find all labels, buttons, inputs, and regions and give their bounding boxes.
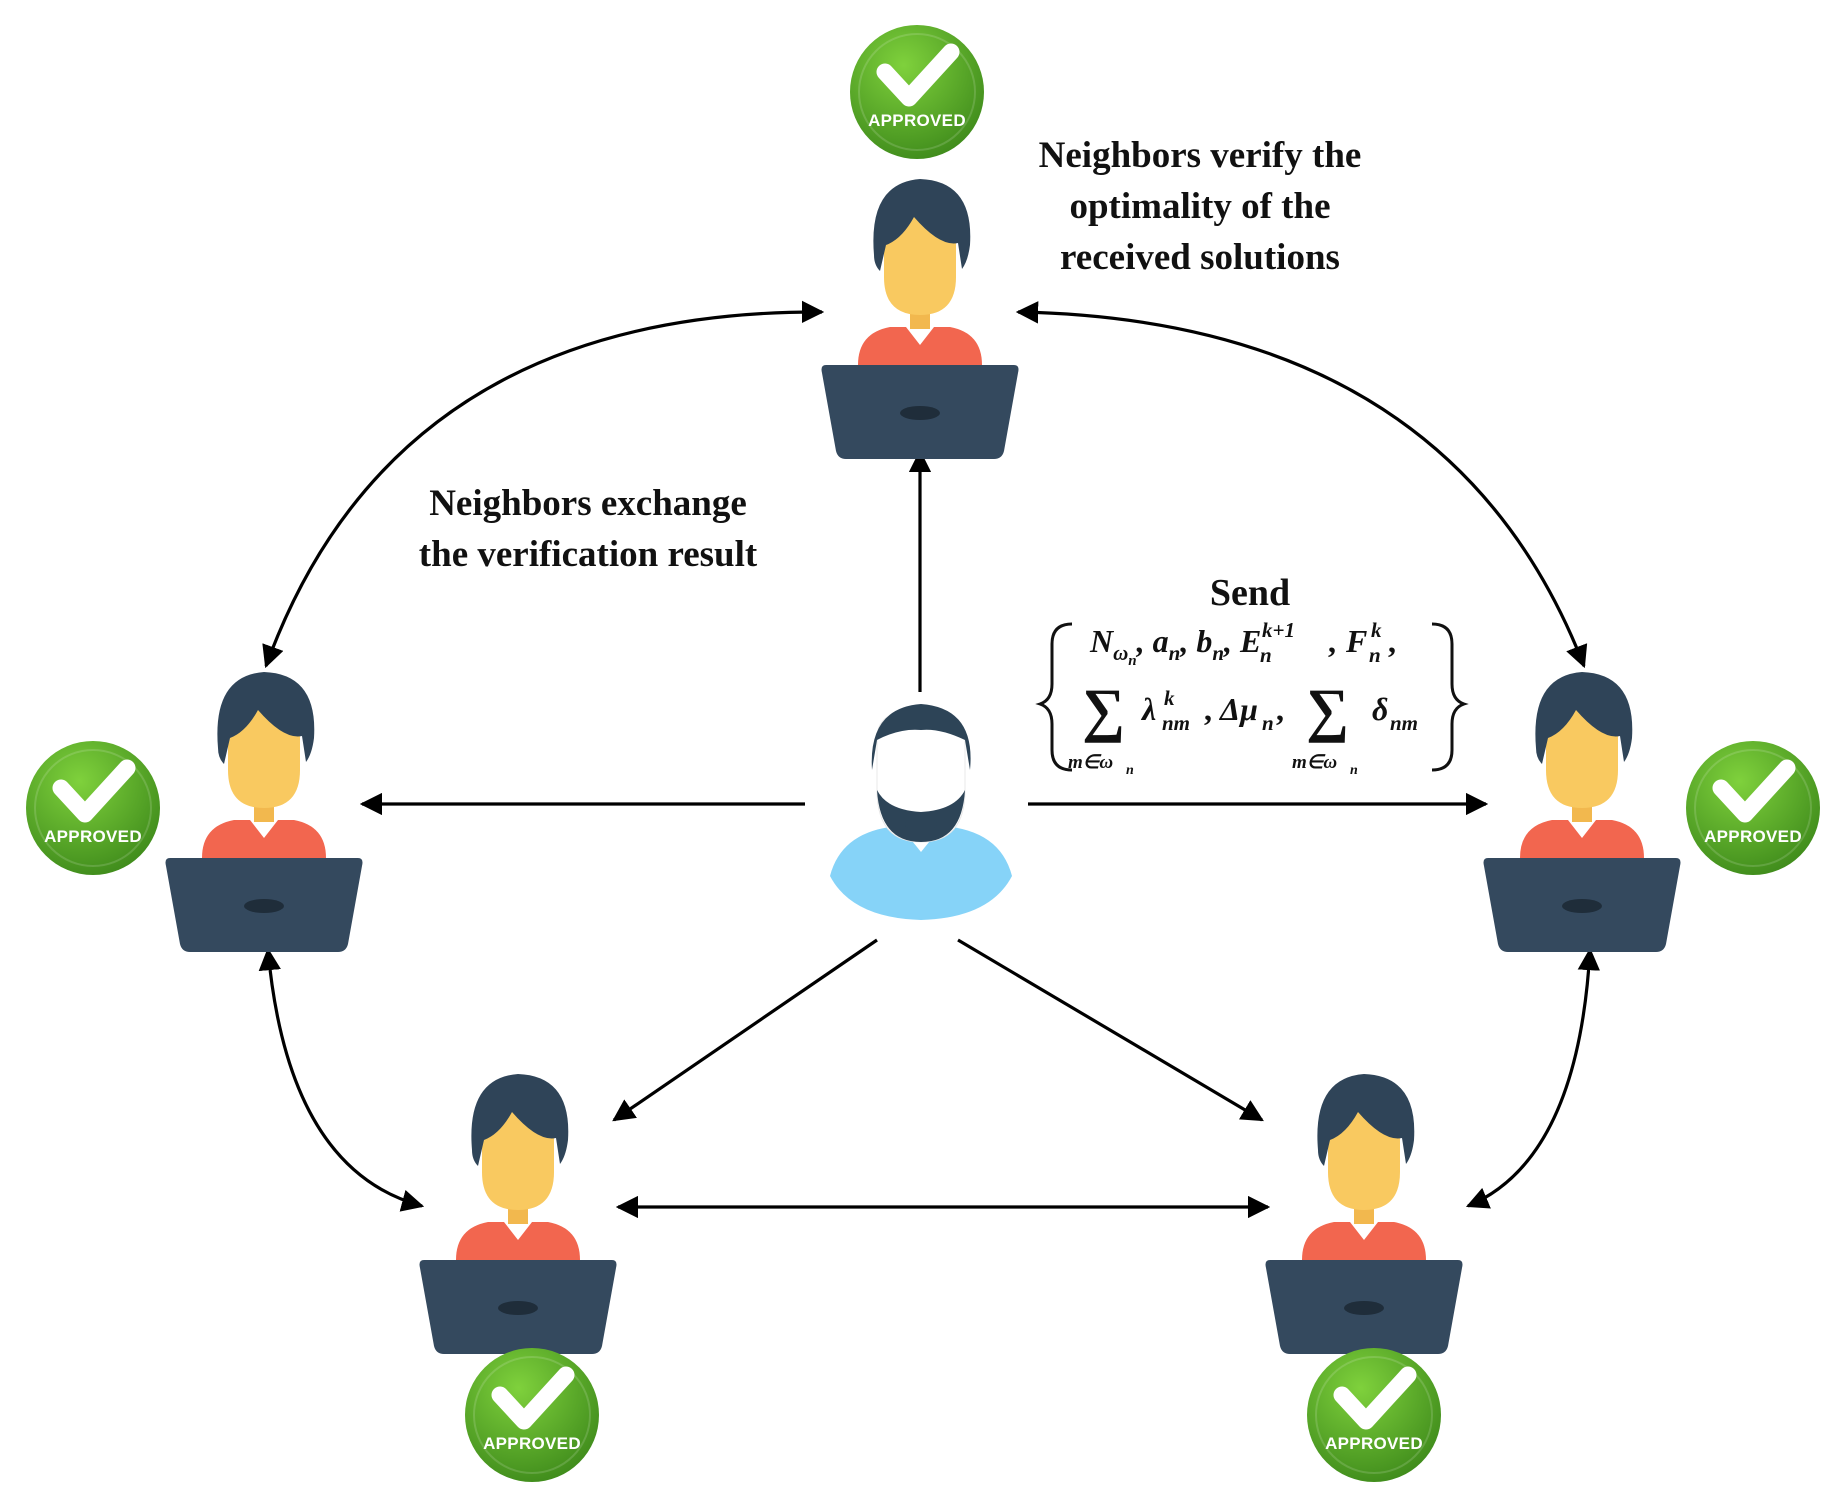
send-formula: Nωn, an, bn, E n k+1 , F n k , ∑ m∈ω n λ… <box>1035 618 1469 778</box>
svg-text:n: n <box>1126 763 1134 778</box>
arrow-left-bottomleft <box>258 947 425 1212</box>
svg-text:,: , <box>1204 691 1212 727</box>
svg-text:APPROVED: APPROVED <box>1325 1434 1423 1453</box>
svg-text:,: , <box>1276 691 1284 727</box>
approved-badge-bottom-left: APPROVED <box>465 1348 599 1482</box>
svg-text:∑: ∑ <box>1082 677 1125 743</box>
svg-text:APPROVED: APPROVED <box>483 1434 581 1453</box>
svg-text:,: , <box>1328 623 1336 659</box>
label-verify-line-2: optimality of the <box>1069 186 1331 227</box>
arrow-center-bottom-right <box>957 938 1264 1122</box>
left-brace <box>1035 622 1073 772</box>
label-send: Send <box>1209 572 1291 614</box>
svg-text:m∈ω: m∈ω <box>1292 752 1337 773</box>
arrow-center-bottom-left <box>612 938 878 1122</box>
arrows <box>258 300 1601 1219</box>
svg-text:k: k <box>1371 618 1382 642</box>
arrow-top-right <box>1015 301 1588 669</box>
svg-text:δ: δ <box>1372 691 1388 727</box>
svg-text:nm: nm <box>1162 711 1190 735</box>
user-top <box>821 179 1019 459</box>
approved-badge-bottom-right: APPROVED <box>1307 1348 1441 1482</box>
svg-text:,: , <box>1388 623 1396 659</box>
user-left <box>165 672 363 952</box>
svg-text:nm: nm <box>1390 711 1418 735</box>
label-exchange-line-2: the verification result <box>418 534 758 575</box>
svg-text:k+1: k+1 <box>1262 618 1295 642</box>
label-exchange: Neighbors exchange the verification resu… <box>378 478 798 580</box>
svg-text:F: F <box>1345 623 1367 659</box>
svg-text:n: n <box>1350 763 1358 778</box>
svg-text:Δμ: Δμ <box>1218 691 1258 727</box>
svg-text:APPROVED: APPROVED <box>44 827 142 846</box>
arrow-top-left <box>262 300 825 669</box>
label-exchange-line-1: Neighbors exchange <box>429 483 747 524</box>
svg-text:∑: ∑ <box>1306 677 1349 743</box>
label-verify: Neighbors verify the optimality of the r… <box>1000 130 1400 283</box>
svg-text:Nωn, an, bn, E: Nωn, an, bn, E <box>1089 623 1261 669</box>
svg-text:n: n <box>1369 643 1381 667</box>
svg-text:m∈ω: m∈ω <box>1068 752 1113 773</box>
svg-text:n: n <box>1260 643 1272 667</box>
label-verify-line-3: received solutions <box>1060 237 1340 278</box>
user-right <box>1483 672 1681 952</box>
user-bottom-right <box>1265 1074 1463 1354</box>
svg-text:APPROVED: APPROVED <box>1704 827 1802 846</box>
label-verify-line-1: Neighbors verify the <box>1038 135 1362 176</box>
right-brace <box>1431 622 1469 772</box>
svg-text:λ: λ <box>1140 691 1156 727</box>
approved-badge-left: APPROVED <box>26 741 160 875</box>
center-user <box>830 704 1012 920</box>
svg-text:APPROVED: APPROVED <box>868 111 966 130</box>
arrow-right-bottomright <box>1465 947 1601 1209</box>
approved-badge-right: APPROVED <box>1686 741 1820 875</box>
svg-text:n: n <box>1262 711 1274 735</box>
user-bottom-left <box>419 1074 617 1354</box>
svg-text:k: k <box>1164 686 1175 710</box>
approved-badge-top: APPROVED <box>850 25 984 159</box>
